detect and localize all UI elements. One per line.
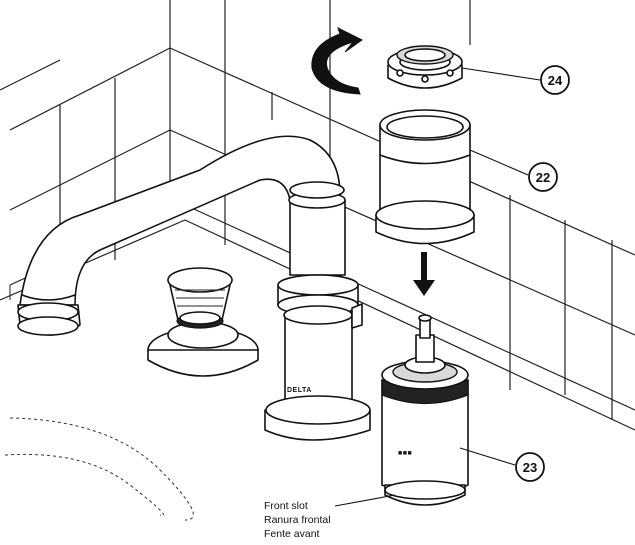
callout-22: 22 <box>469 149 558 192</box>
cartridge-brand: ■■■ <box>398 450 412 457</box>
bonnet-nut-24 <box>387 45 463 89</box>
basin-outline <box>4 417 194 521</box>
down-arrow-icon <box>413 252 435 296</box>
caption-line-2: Ranura frontal <box>264 514 331 526</box>
callout-24: 24 <box>461 65 570 95</box>
svg-text:23: 23 <box>523 460 537 475</box>
front-slot-caption: Front slot Ranura frontal Fente avant <box>264 494 396 540</box>
caption-line-1: Front slot <box>264 500 308 512</box>
left-valve-body <box>147 267 259 377</box>
spout <box>17 135 341 336</box>
svg-text:22: 22 <box>536 170 550 185</box>
svg-text:24: 24 <box>548 73 563 88</box>
callout-23: 23 <box>459 447 545 482</box>
brand-label: DELTA <box>287 387 312 394</box>
caption-line-3: Fente avant <box>264 528 320 540</box>
spout-riser: DELTA <box>264 181 371 441</box>
cartridge-23: ■■■ <box>381 314 469 506</box>
sleeve-22 <box>375 109 475 245</box>
counterclockwise-arrow-icon <box>311 27 363 95</box>
